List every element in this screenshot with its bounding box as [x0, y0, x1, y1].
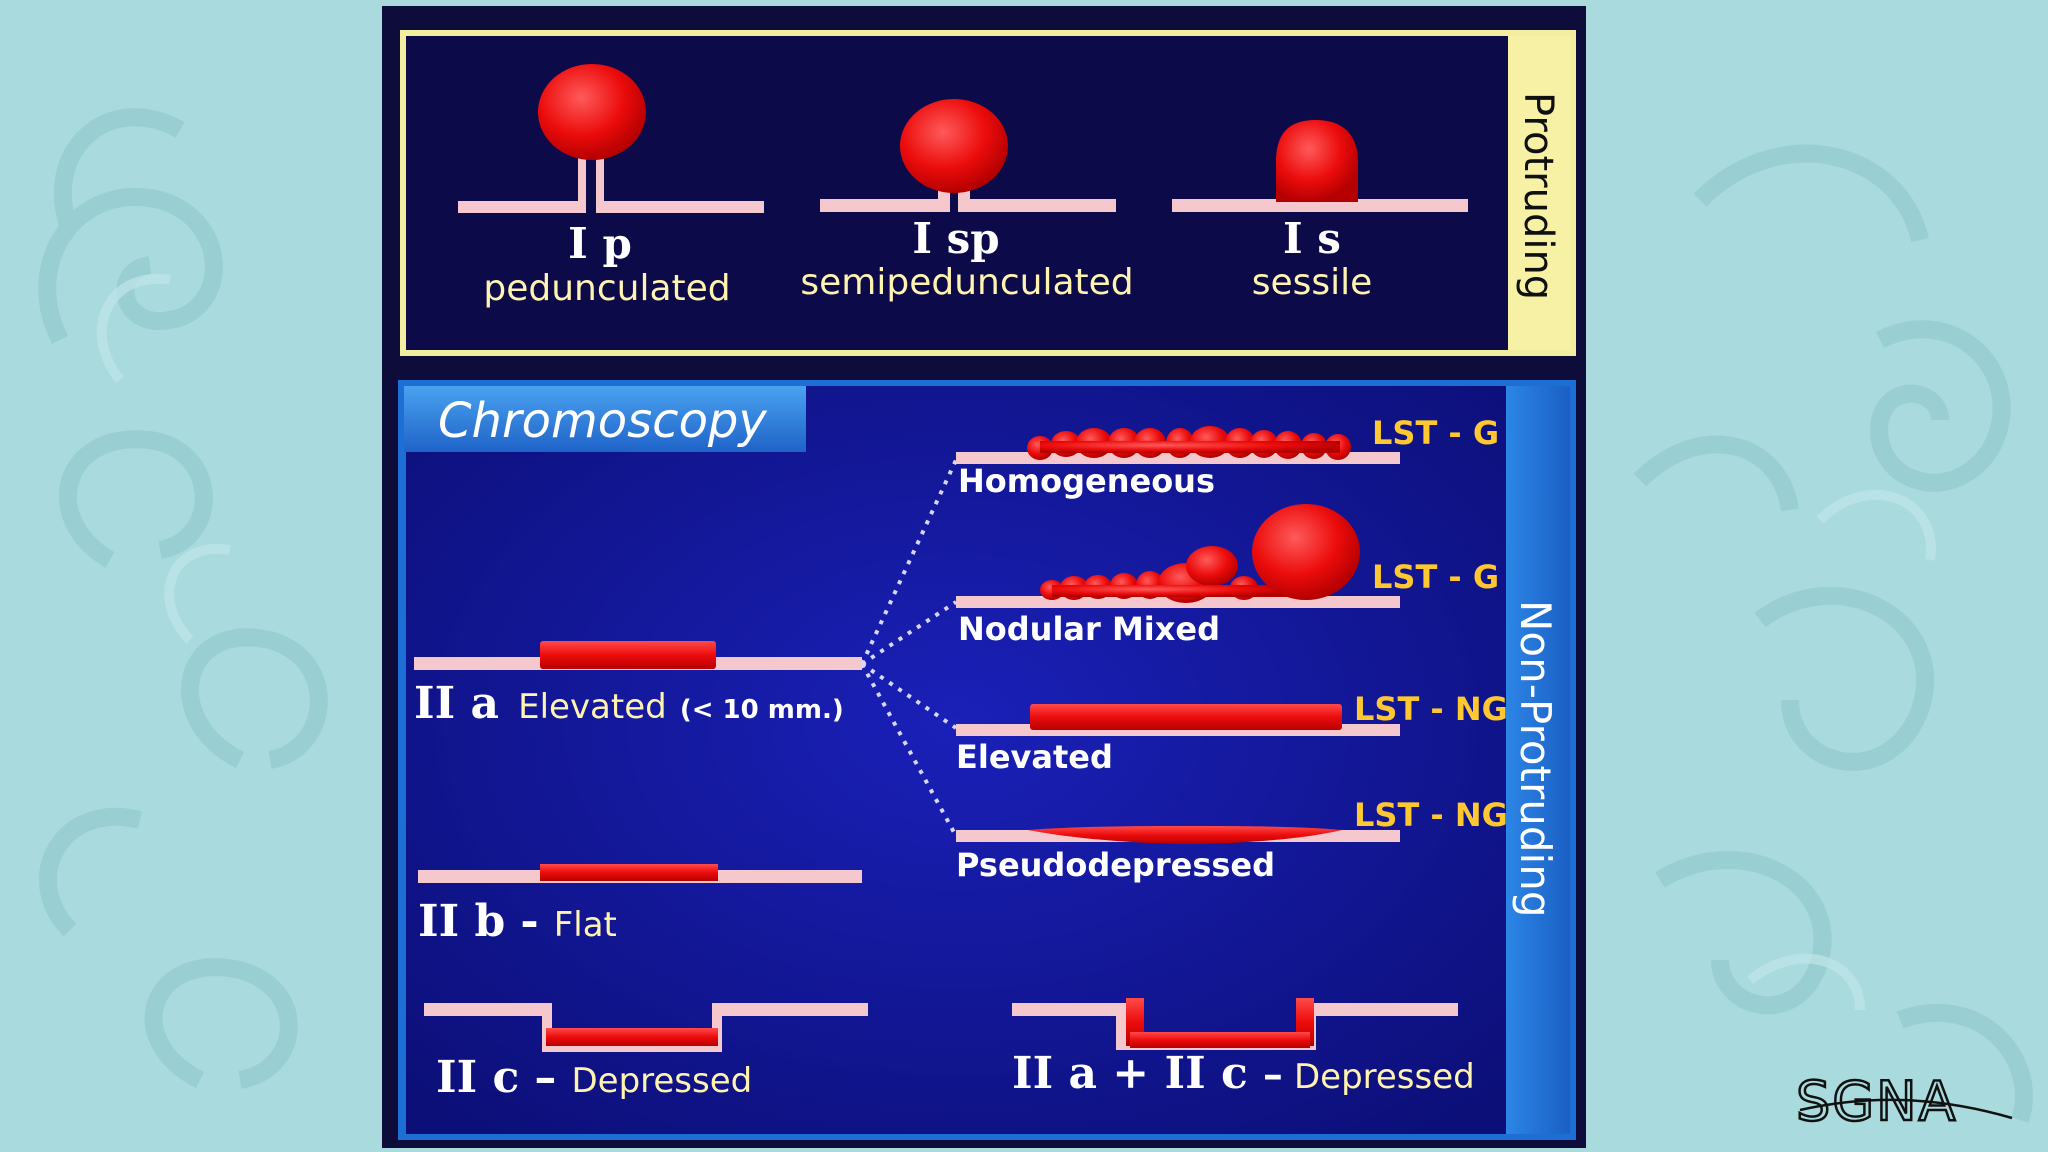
IIc-code: II c	[436, 1052, 519, 1103]
type-Is-illustration	[1172, 120, 1468, 212]
lst-pseudodepressed-tag: LST - NG	[1354, 796, 1508, 834]
lst-pseudodepressed-illustration	[956, 826, 1400, 844]
type-Isp-illustration	[820, 99, 1116, 212]
IIa-code: II a	[414, 678, 499, 729]
lst-elevated-tag: LST - NG	[1354, 690, 1508, 728]
type-Isp-name: semipedunculated	[800, 262, 1133, 303]
type-Ip-code: I p	[568, 219, 632, 268]
IIaIIc-illustration	[1012, 998, 1458, 1050]
type-Is-code: I s	[1283, 214, 1341, 263]
type-Isp-code: I sp	[912, 214, 999, 263]
IIaIIc-name: Depressed	[1294, 1057, 1475, 1097]
type-Ip-illustration	[458, 64, 764, 213]
lst-nodular-mixed-name: Nodular Mixed	[958, 610, 1220, 648]
protruding-side-label: Protruding	[1515, 92, 1561, 300]
IIc-illustration	[424, 1003, 868, 1052]
IIb-code: II b	[418, 896, 505, 947]
lst-homogeneous-illustration	[956, 426, 1400, 464]
IIb-sep: -	[520, 896, 538, 947]
lst-nodular-mixed-tag: LST - G	[1372, 558, 1499, 596]
lst-homogeneous-tag: LST - G	[1372, 414, 1499, 452]
IIa-illustration	[414, 641, 862, 670]
lst-elevated-illustration	[956, 704, 1400, 736]
non-protruding-panel: Non-Protruding Chromoscopy II a Elevated…	[398, 380, 1576, 1140]
non-protruding-side-label: Non-Protruding	[1511, 600, 1560, 917]
connector-lines	[860, 459, 958, 837]
IIaIIc-sep: –	[1263, 1051, 1283, 1098]
IIa-label: II a Elevated (< 10 mm.)	[414, 678, 844, 729]
sgna-logo-swoosh	[1799, 1098, 2013, 1120]
IIc-name: Depressed	[571, 1061, 752, 1101]
protruding-side-tab	[1508, 36, 1570, 350]
lst-nodular-mixed-illustration	[956, 504, 1400, 608]
lst-elevated-name: Elevated	[956, 738, 1113, 776]
chromoscopy-tab	[404, 386, 806, 452]
IIc-sep: –	[534, 1052, 556, 1103]
lst-homogeneous-name: Homogeneous	[958, 462, 1215, 500]
IIb-illustration	[418, 864, 862, 883]
IIa-name: Elevated	[518, 687, 667, 727]
type-Is-name: sessile	[1252, 262, 1373, 303]
lst-pseudodepressed-name: Pseudodepressed	[956, 846, 1275, 884]
protruding-panel: Protruding I p pedunculated I sp semiped…	[400, 30, 1576, 356]
chromoscopy-label: Chromoscopy	[438, 393, 767, 449]
IIaIIc-label: II a + II c – Depressed	[1012, 1048, 1475, 1099]
IIaIIc-code: II a + II c	[1012, 1048, 1248, 1099]
IIb-label: II b - Flat	[418, 896, 617, 947]
non-protruding-side-tab	[1506, 386, 1570, 1134]
IIb-name: Flat	[554, 905, 617, 945]
IIa-note: (< 10 mm.)	[680, 695, 844, 725]
type-Ip-name: pedunculated	[483, 268, 730, 309]
IIc-label: II c – Depressed	[436, 1052, 752, 1103]
